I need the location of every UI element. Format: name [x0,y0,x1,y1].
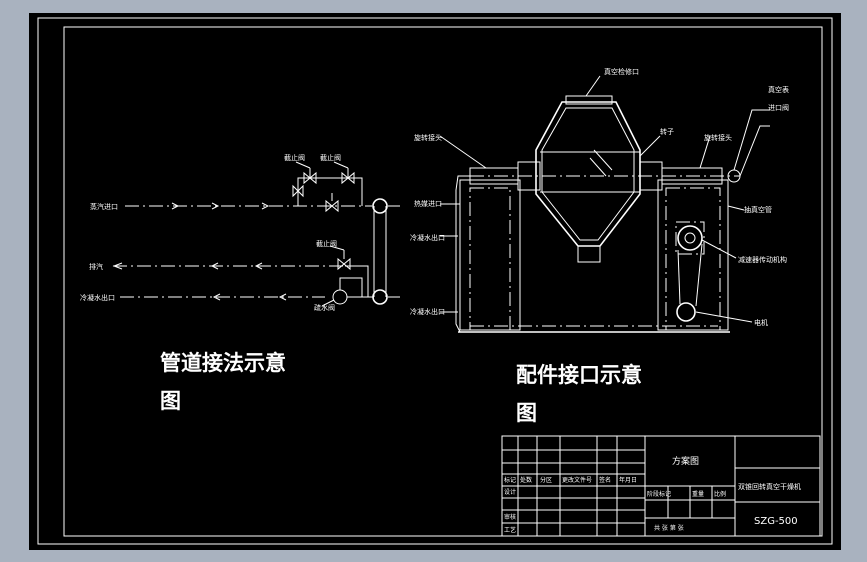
rotor-label: 转子 [660,127,674,136]
model-number: SZG-500 [754,516,798,527]
inner-border [63,26,823,537]
piping-diagram [112,161,400,307]
heat-in-label: 热媒进口 [414,199,442,208]
piping-title-line1: 管道接法示意 [160,351,286,375]
valve-c-label: 截止阀 [316,239,337,248]
tb-row-3: 工艺 [504,526,516,534]
piping-title-line2: 图 [160,389,181,413]
outer-border [37,17,833,545]
top-right-b-label: 进口阀 [768,103,789,112]
rotary-joint-left-label: 旋转接头 [414,133,442,142]
title-block [501,435,821,537]
cond-left-label: 冷凝水出口 [410,233,445,242]
trap-label: 疏水阀 [314,303,335,312]
tb-row-2: 审核 [504,513,516,521]
rotary-joint-right-label: 旋转接头 [704,133,732,142]
vacuum-port-label: 真空检修口 [604,67,639,76]
valve-a-label: 截止阀 [284,153,305,162]
motor-label: 电机 [754,318,768,327]
vacuum-line-label: 抽真空管 [744,205,772,214]
tb-col-0: 处数 [520,476,532,484]
parts-title-line1: 配件接口示意 [516,363,642,387]
exhaust-label: 排汽 [89,262,103,271]
drain-left-label: 冷凝水出口 [410,307,445,316]
top-right-a-label: 真空表 [768,85,789,94]
tb-sheet: 共 张 第 张 [654,524,684,532]
tb-right-col-2: 比例 [714,490,726,498]
tb-col-2: 更改文件号 [562,476,592,484]
dryer-equipment-diagram [439,75,770,333]
tb-row-1: 设计 [504,488,516,496]
drain-label: 冷凝水出口 [80,293,115,302]
tb-col-4: 年月日 [619,476,637,484]
tb-col-1: 分区 [540,476,552,484]
steam-inlet-label: 蒸汽进口 [90,202,118,211]
scheme-label: 方案图 [672,455,699,467]
tb-row-0: 标记 [504,476,516,484]
product-name: 双锥回转真空干燥机 [738,482,801,491]
valve-b-label: 截止阀 [320,153,341,162]
tb-right-col-1: 重量 [692,490,704,498]
tb-col-3: 签名 [599,476,611,484]
reducer-label: 减速器传动机构 [738,255,787,264]
tb-right-col-0: 阶段标记 [647,490,671,498]
drawing-area [29,13,841,550]
parts-title-line2: 图 [516,401,537,425]
